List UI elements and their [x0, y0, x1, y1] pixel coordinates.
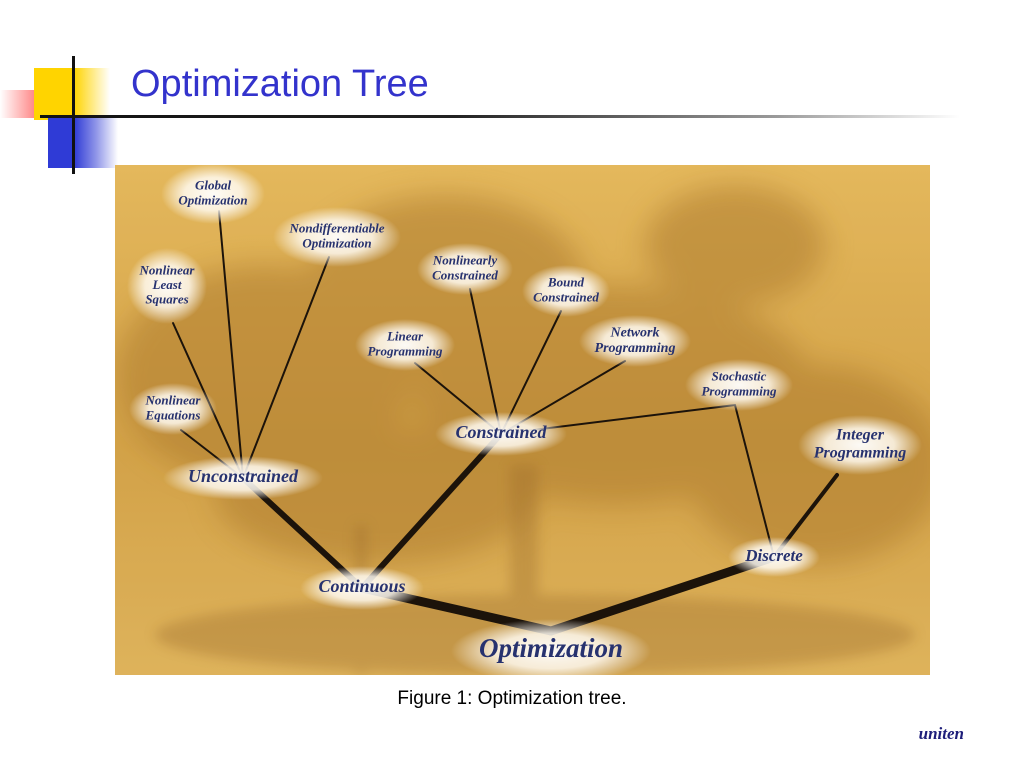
node-glow: [163, 456, 323, 500]
node-glow: [451, 619, 651, 675]
node-label: Integer: [835, 427, 885, 444]
node-label: Constrained: [533, 289, 599, 304]
node-label: Programming: [367, 343, 443, 358]
node-label: Optimization: [479, 633, 623, 663]
node-discrete: Discrete: [728, 537, 820, 577]
edge-constrained-to-nlc: [469, 288, 502, 435]
node-label: Stochastic: [712, 369, 767, 384]
decor-yellow-fade: [74, 68, 110, 120]
edge-discrete-to-stochastic: [734, 404, 775, 558]
decor-blue-square: [48, 118, 74, 168]
node-label: Nonlinear: [139, 262, 196, 277]
decor-yellow-square: [34, 68, 74, 120]
node-label: Least: [152, 277, 182, 292]
node-glow: [435, 412, 567, 456]
node-label: Linear: [386, 329, 424, 344]
node-label: Constrained: [455, 422, 547, 442]
node-label: Bound: [547, 275, 585, 290]
node-glow: [417, 243, 513, 295]
node-label: Discrete: [744, 546, 803, 565]
footer-logo-text: uniten: [918, 724, 964, 743]
node-label: Network: [610, 325, 660, 340]
node-glow: [728, 537, 820, 577]
node-label: Programming: [701, 383, 777, 398]
edge-unconstrained-to-global: [218, 210, 244, 479]
node-glow: [300, 566, 424, 610]
node-continuous: Continuous: [300, 566, 424, 610]
node-constrained: Constrained: [435, 412, 567, 456]
node-label: Continuous: [318, 576, 405, 596]
decor-horizontal-rule: [40, 115, 960, 118]
node-glow: [129, 383, 217, 435]
node-glow: [355, 319, 455, 371]
node-optimization: Optimization: [451, 619, 651, 675]
node-label: Optimization: [302, 235, 371, 250]
optimization-tree-diagram: OptimizationContinuousDiscreteUnconstrai…: [115, 165, 930, 675]
figure-caption: Figure 1: Optimization tree.: [397, 688, 627, 709]
node-glow: [685, 359, 793, 411]
node-glow: [522, 265, 610, 317]
node-glow: [127, 248, 207, 324]
edge-optimization-to-discrete: [546, 552, 779, 636]
node-label: Squares: [145, 292, 188, 307]
edge-continuous-to-constrained: [359, 431, 504, 591]
tree-nodes: OptimizationContinuousDiscreteUnconstrai…: [127, 165, 922, 675]
node-glow: [273, 207, 401, 267]
node-label: Optimization: [178, 192, 247, 207]
node-glow: [161, 165, 265, 224]
edge-unconstrained-to-nondiff: [242, 256, 330, 479]
node-label: Nonlinear: [145, 393, 202, 408]
node-label: Programming: [595, 341, 676, 356]
node-label: Unconstrained: [188, 466, 299, 486]
node-label: Global: [195, 178, 232, 193]
node-glow: [798, 415, 922, 475]
node-unconstrained: Unconstrained: [163, 456, 323, 500]
node-label: Nondifferentiable: [288, 221, 384, 236]
node-label: Nonlinearly: [432, 253, 498, 268]
node-glow: [579, 315, 691, 367]
slide-title: Optimization Tree: [131, 63, 429, 105]
decor-blue-fade: [74, 118, 118, 168]
node-label: Equations: [145, 407, 201, 422]
node-label: Constrained: [432, 267, 498, 282]
node-label: Programming: [813, 445, 906, 462]
